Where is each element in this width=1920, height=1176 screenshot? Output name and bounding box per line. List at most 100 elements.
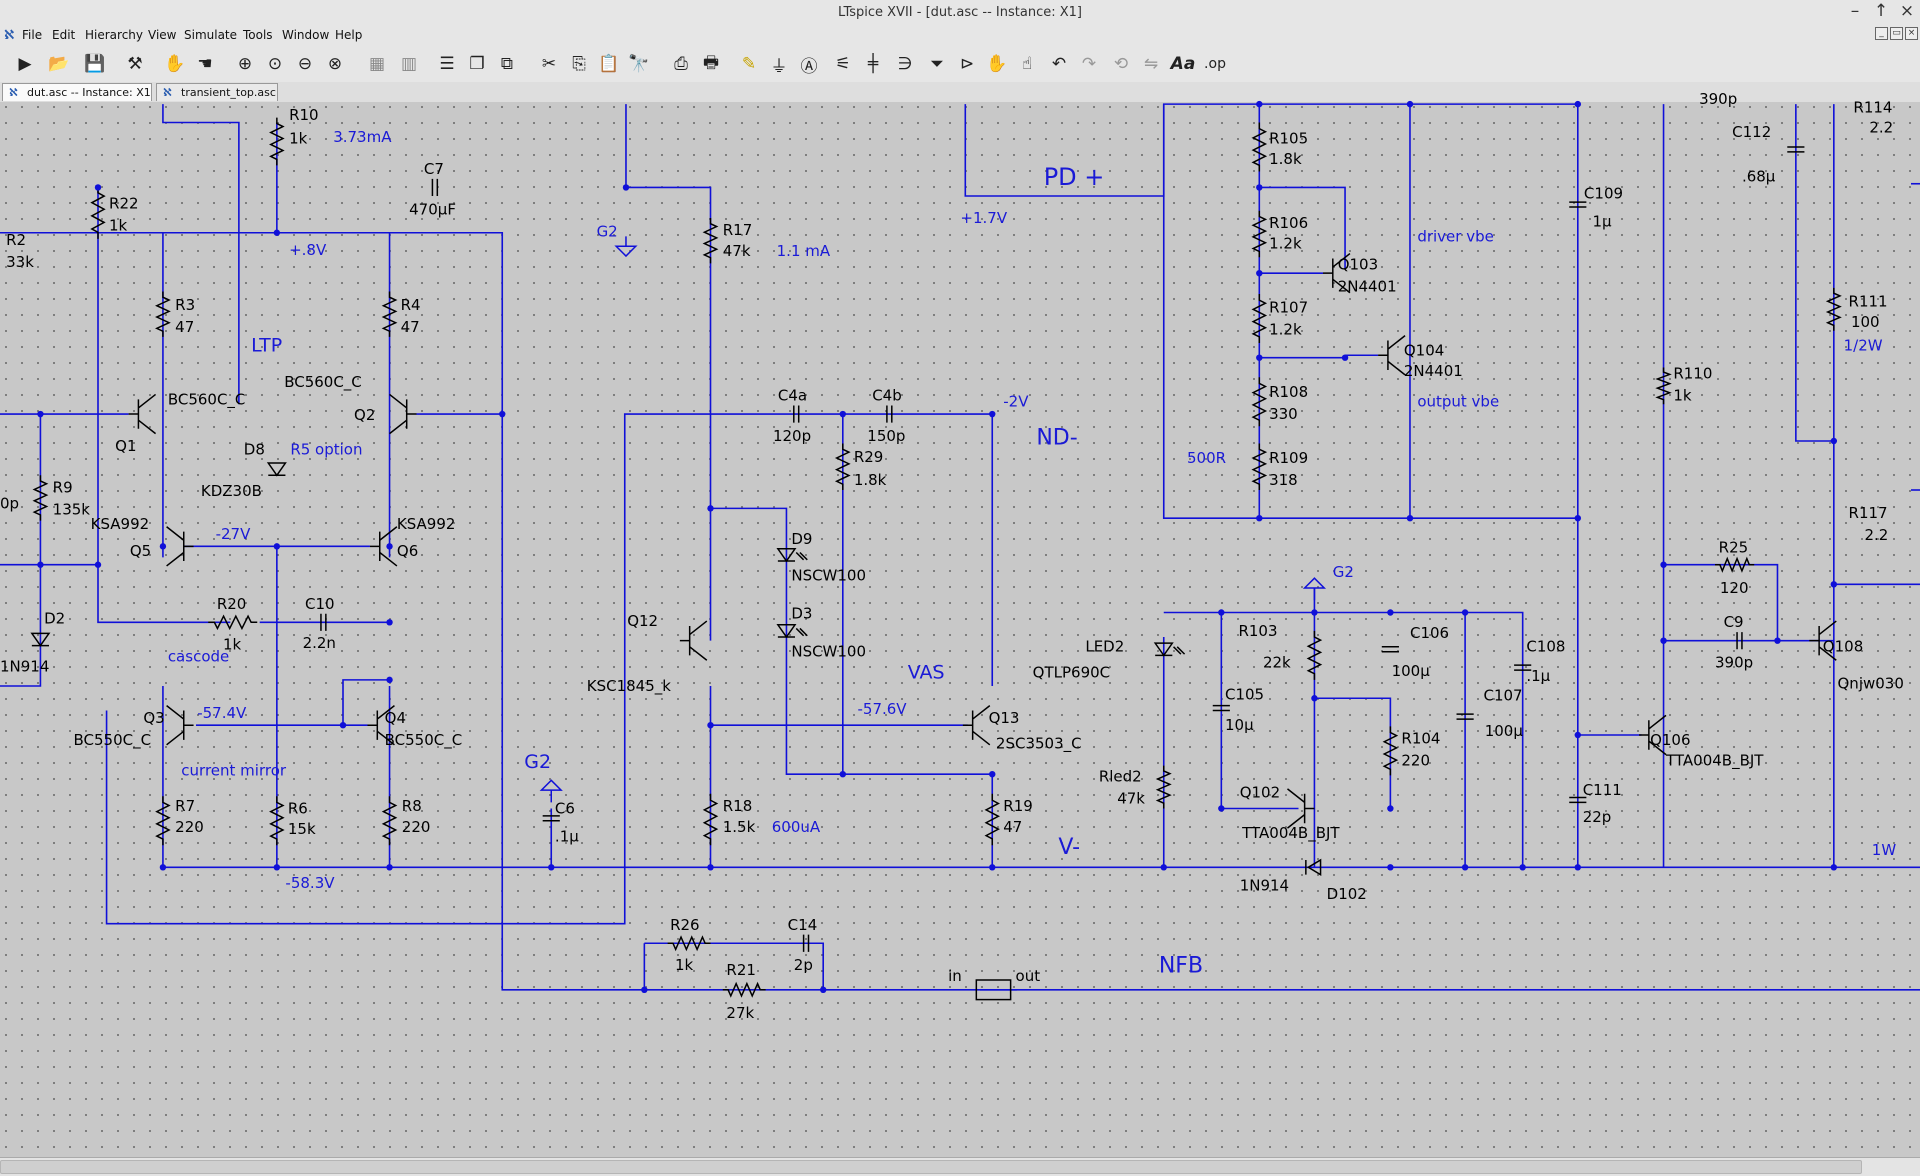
tab-transient-top[interactable]: ℵ transient_top.asc	[156, 83, 278, 101]
resistor-icon[interactable]: ⚟	[835, 54, 851, 74]
save-icon[interactable]: 💾	[84, 54, 106, 74]
component-value-q108: Qnjw030	[1838, 674, 1904, 692]
toggle-windows-icon[interactable]: ⧉	[500, 54, 514, 74]
mdi-minimize-icon[interactable]: _	[1875, 27, 1888, 40]
horizontal-scrollbar[interactable]	[0, 1157, 1920, 1176]
component-value-r9: 135k	[53, 501, 91, 519]
zoom-fit-icon[interactable]: ⊗	[327, 54, 343, 74]
close-icon[interactable]: ×	[1899, 1, 1915, 21]
net-label-r500: 500R	[1187, 449, 1226, 467]
control-panel-icon[interactable]: ⚒	[127, 54, 143, 74]
component-ref-r18: R18	[723, 797, 753, 815]
component-ref-r106: R106	[1269, 214, 1308, 232]
rotate-icon[interactable]: ⟲	[1113, 54, 1129, 74]
halt-icon[interactable]: ✋	[164, 54, 186, 74]
menu-window[interactable]: Window	[282, 28, 330, 42]
menu-tools[interactable]: Tools	[243, 28, 273, 42]
print-icon[interactable]: ⎙	[674, 54, 688, 74]
menu-edit[interactable]: Edit	[52, 28, 76, 42]
resistor-symbol	[722, 981, 766, 998]
open-icon[interactable]: 📂	[48, 54, 70, 74]
component-value-r7: 220	[175, 818, 204, 836]
led-symbol	[776, 624, 797, 639]
undo-icon[interactable]: ↶	[1051, 54, 1067, 74]
component-ref-r109: R109	[1269, 449, 1308, 467]
spice-directive-icon[interactable]: .op	[1204, 56, 1226, 72]
zoom-area-icon[interactable]: ⊙	[267, 54, 283, 74]
capacitor-icon[interactable]: ╪	[867, 54, 879, 74]
component-ref-r110: R110	[1673, 365, 1712, 383]
text-icon[interactable]: Aa	[1170, 54, 1196, 74]
component-value-q1: BC560C_C	[168, 390, 246, 409]
tab-dut-instance[interactable]: ℵ dut.asc -- Instance: X1	[2, 83, 152, 101]
component-ref-d8: D8	[244, 440, 265, 458]
diode-icon[interactable]: ⏷	[930, 54, 944, 74]
paste-icon[interactable]: 📋	[598, 54, 620, 74]
component-ref-d2: D2	[44, 610, 65, 628]
zoom-out-icon[interactable]: ⊖	[297, 54, 313, 74]
minimize-icon[interactable]: –	[1850, 1, 1860, 21]
component-value-r111: 100	[1851, 313, 1880, 331]
resistor-symbol	[32, 475, 49, 521]
component-ref-r114: R114	[1853, 99, 1892, 117]
move-icon[interactable]: ✋	[986, 54, 1008, 74]
component-ref-d102: D102	[1327, 885, 1367, 903]
tile-vertical-icon[interactable]: ▥	[400, 54, 418, 74]
zoom-in-icon[interactable]: ⊕	[237, 54, 253, 74]
component-value-r114: 2.2	[1869, 118, 1893, 136]
component-icon[interactable]: ⊳	[959, 54, 975, 74]
draw-wire-icon[interactable]: ✎	[741, 54, 757, 74]
resistor-symbol	[1251, 443, 1268, 490]
cut-icon[interactable]: ✂	[541, 54, 557, 74]
net-label-outvbe: output vbe	[1417, 393, 1499, 411]
junction-dot	[1774, 637, 1781, 644]
component-ref-r104: R104	[1401, 730, 1440, 748]
menu-hierarchy[interactable]: Hierarchy	[85, 28, 144, 42]
run-icon[interactable]: ▶	[18, 54, 32, 74]
junction-dot	[707, 864, 714, 871]
menu-file[interactable]: File	[22, 28, 43, 42]
wire	[1259, 186, 1346, 270]
redo-icon[interactable]: ↷	[1081, 54, 1097, 74]
resistor-symbol	[667, 935, 711, 952]
label-net-icon[interactable]: Ⓐ	[800, 56, 818, 77]
resistor-symbol	[1251, 210, 1268, 258]
cascade-icon[interactable]: ☰	[439, 54, 455, 74]
net-label-v-p17: +1.7V	[960, 209, 1007, 227]
mdi-close-icon[interactable]: ×	[1905, 27, 1918, 40]
ground-icon[interactable]: ⏚	[770, 56, 788, 77]
scrollbar-thumb[interactable]	[0, 1160, 1862, 1174]
menu-help[interactable]: Help	[335, 28, 363, 42]
inductor-icon[interactable]: ∋	[897, 54, 913, 74]
find-icon[interactable]: 🔭	[628, 54, 650, 74]
maximize-icon[interactable]: ↑	[1873, 1, 1889, 21]
drag-icon[interactable]: ☝	[1021, 54, 1033, 74]
tile-horizontal-icon[interactable]: ▦	[368, 54, 386, 74]
mdi-restore-icon[interactable]: ▭	[1890, 27, 1903, 40]
component-ref-d9: D9	[791, 530, 812, 548]
junction-dot	[1830, 437, 1838, 445]
menu-simulate[interactable]: Simulate	[184, 28, 238, 42]
component-ref-q3: Q3	[143, 709, 164, 727]
ltspice-app-icon[interactable]: ℵ	[4, 28, 15, 43]
resistor-symbol	[1825, 287, 1842, 331]
menu-view[interactable]: View	[148, 28, 177, 42]
component-ref-q5: Q5	[130, 542, 151, 560]
print-preview-icon[interactable]: 🖶	[702, 52, 720, 73]
junction-dot	[159, 864, 167, 871]
tab-bar: ℵ dut.asc -- Instance: X1 ℵ transient_to…	[0, 82, 1920, 103]
junction-dot	[1256, 354, 1263, 361]
mirror-icon[interactable]: ⇋	[1143, 54, 1159, 74]
net-label-curmirror: current mirror	[181, 761, 287, 779]
net-flag-symbol	[539, 779, 563, 803]
window-list-icon[interactable]: ❐	[469, 54, 485, 74]
component-ref-r10: R10	[289, 106, 319, 124]
wire	[105, 413, 686, 925]
component-value-r29: 1.8k	[854, 471, 887, 489]
transistor-symbol	[1809, 620, 1837, 661]
component-ref-q108: Q108	[1823, 638, 1863, 656]
schematic-labels: R101kR221kR233kC7470µFR347R447Q1BC560C_C…	[0, 90, 1904, 1022]
copy-icon[interactable]: ⎘	[572, 54, 586, 74]
hand-pan-icon[interactable]: ☚	[197, 54, 213, 74]
